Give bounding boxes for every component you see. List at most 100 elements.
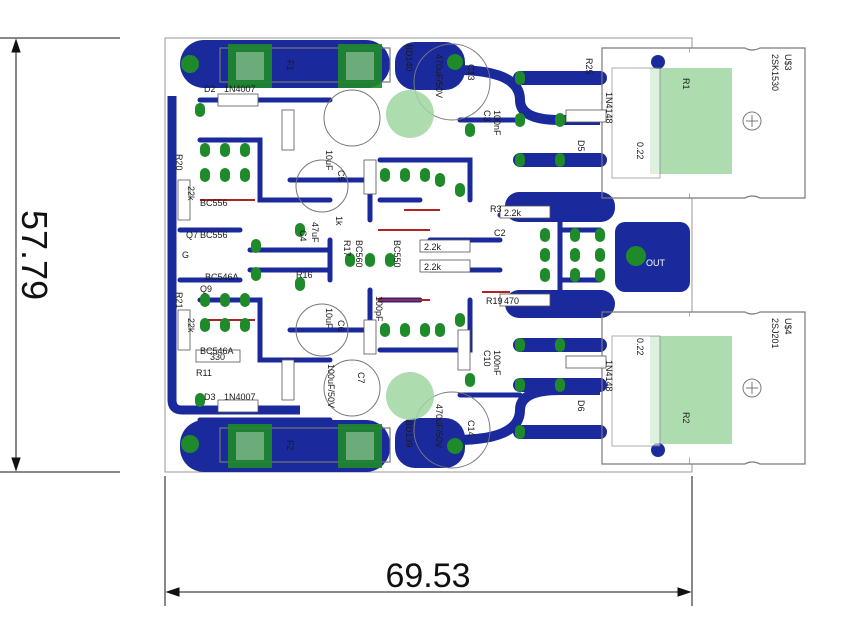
transistor-u3-outline	[601, 47, 806, 199]
u3-ref: U$3	[783, 54, 793, 71]
solder-pad	[595, 228, 605, 242]
c4-value: 47uF	[310, 222, 320, 243]
r15-value: 2.2k	[424, 262, 442, 272]
q2-value: BC556	[200, 230, 228, 240]
c2-value: 100pF	[374, 296, 384, 322]
solder-pad	[455, 313, 465, 327]
c5-ref: C5	[336, 170, 346, 182]
d2-value: 1N4007	[224, 84, 256, 94]
solder-pad	[240, 143, 250, 157]
component-pads	[195, 71, 605, 439]
solder-pad	[515, 425, 525, 439]
output-label: OUT	[646, 258, 666, 268]
solder-pad	[200, 318, 210, 332]
solder-pad	[195, 103, 205, 117]
solder-pad	[515, 71, 525, 85]
c10-value: 100nF	[492, 350, 502, 376]
solder-pad	[240, 318, 250, 332]
solder-pad	[345, 253, 355, 267]
fuse-f2-label: F2	[285, 440, 295, 451]
diode-bodies	[217, 93, 607, 413]
r21-ref: R21	[174, 292, 184, 309]
c2-ref: C2	[494, 228, 506, 238]
jumpers	[200, 199, 510, 321]
d2-ref: D2	[204, 84, 216, 94]
bc550-label: BC550	[392, 240, 402, 268]
r19-ref: R19	[486, 296, 503, 306]
width-dimension-label: 69.53	[385, 557, 470, 595]
r19-value: 470	[504, 296, 519, 306]
solder-pad	[570, 228, 580, 242]
capacitor-outlines	[295, 43, 491, 469]
silkscreen-labels: D2 1N4007 D3 1N4007 C13 470uF/50V C14 47…	[174, 44, 666, 448]
solder-pad	[220, 318, 230, 332]
c14-value: 470uF/50V	[434, 404, 444, 448]
c3-ref: C3	[482, 110, 492, 122]
u3-part: 2SK1530	[770, 54, 780, 91]
r25-ref: R25	[584, 58, 594, 75]
r20-value: 22k	[186, 186, 196, 201]
c10-ref: C10	[482, 350, 492, 367]
solder-pad	[465, 123, 475, 137]
bd139-label: BD139	[404, 420, 414, 448]
u4-value: 0.22	[635, 338, 645, 356]
solder-pad	[570, 268, 580, 282]
c3-value: 100nF	[492, 110, 502, 136]
solder-pad	[465, 373, 475, 387]
solder-pad	[251, 267, 261, 281]
solder-pad	[400, 323, 410, 337]
u4-ref: U$4	[783, 318, 793, 335]
r3-value: 2.2k	[504, 208, 522, 218]
solder-pad	[540, 268, 550, 282]
d3-value: 1N4007	[224, 392, 256, 402]
solder-pad	[200, 293, 210, 307]
fuse-f2	[219, 424, 391, 468]
q10-value: BC546A	[200, 346, 234, 356]
u4-part: 2SJ201	[770, 318, 780, 349]
solder-pad	[595, 268, 605, 282]
r16-ref: R16	[296, 270, 313, 280]
c14-ref: C14	[466, 420, 476, 437]
r11-value: 330	[210, 352, 225, 362]
r17-value: 1k	[334, 216, 344, 226]
fuse-f1-label: F1	[285, 60, 295, 71]
bc560-label: BC560	[354, 240, 364, 268]
solder-pad	[400, 168, 410, 182]
solder-pad	[540, 228, 550, 242]
q7-ref: Q7	[186, 230, 198, 240]
solder-pad	[385, 253, 395, 267]
r11-ref: R11	[196, 368, 212, 378]
solder-pad	[220, 293, 230, 307]
solder-pad	[220, 168, 230, 182]
solder-pad	[515, 113, 525, 127]
solder-pad	[555, 113, 565, 127]
solder-pad	[251, 239, 261, 253]
solder-pad	[455, 183, 465, 197]
solder-pad	[515, 153, 525, 167]
solder-pad	[420, 168, 430, 182]
fuse-f1	[219, 44, 391, 88]
c6-value: 10uF	[324, 308, 334, 329]
bd140-label: BD140	[404, 44, 414, 72]
driver-heatsinks	[386, 90, 434, 420]
r17-ref: R17	[342, 240, 352, 257]
solder-pad	[240, 168, 250, 182]
c6-ref: C6	[336, 320, 346, 332]
solder-pad	[435, 323, 445, 337]
solder-pad	[555, 338, 565, 352]
dimension-horizontal	[164, 476, 693, 606]
solder-pad	[570, 248, 580, 262]
ground-label: G	[182, 250, 189, 260]
d3-ref: D3	[204, 392, 216, 402]
q9-ref: Q9	[200, 284, 212, 294]
r20-ref: R20	[174, 154, 184, 171]
r21-value: 22k	[186, 318, 196, 333]
c13-ref: C13	[466, 64, 476, 81]
mounting-pads	[181, 54, 646, 454]
solder-pad	[195, 393, 205, 407]
solder-pad	[555, 378, 565, 392]
c13-value: 470uF/50V	[434, 54, 444, 98]
height-dimension-label: 57.79	[14, 210, 55, 300]
